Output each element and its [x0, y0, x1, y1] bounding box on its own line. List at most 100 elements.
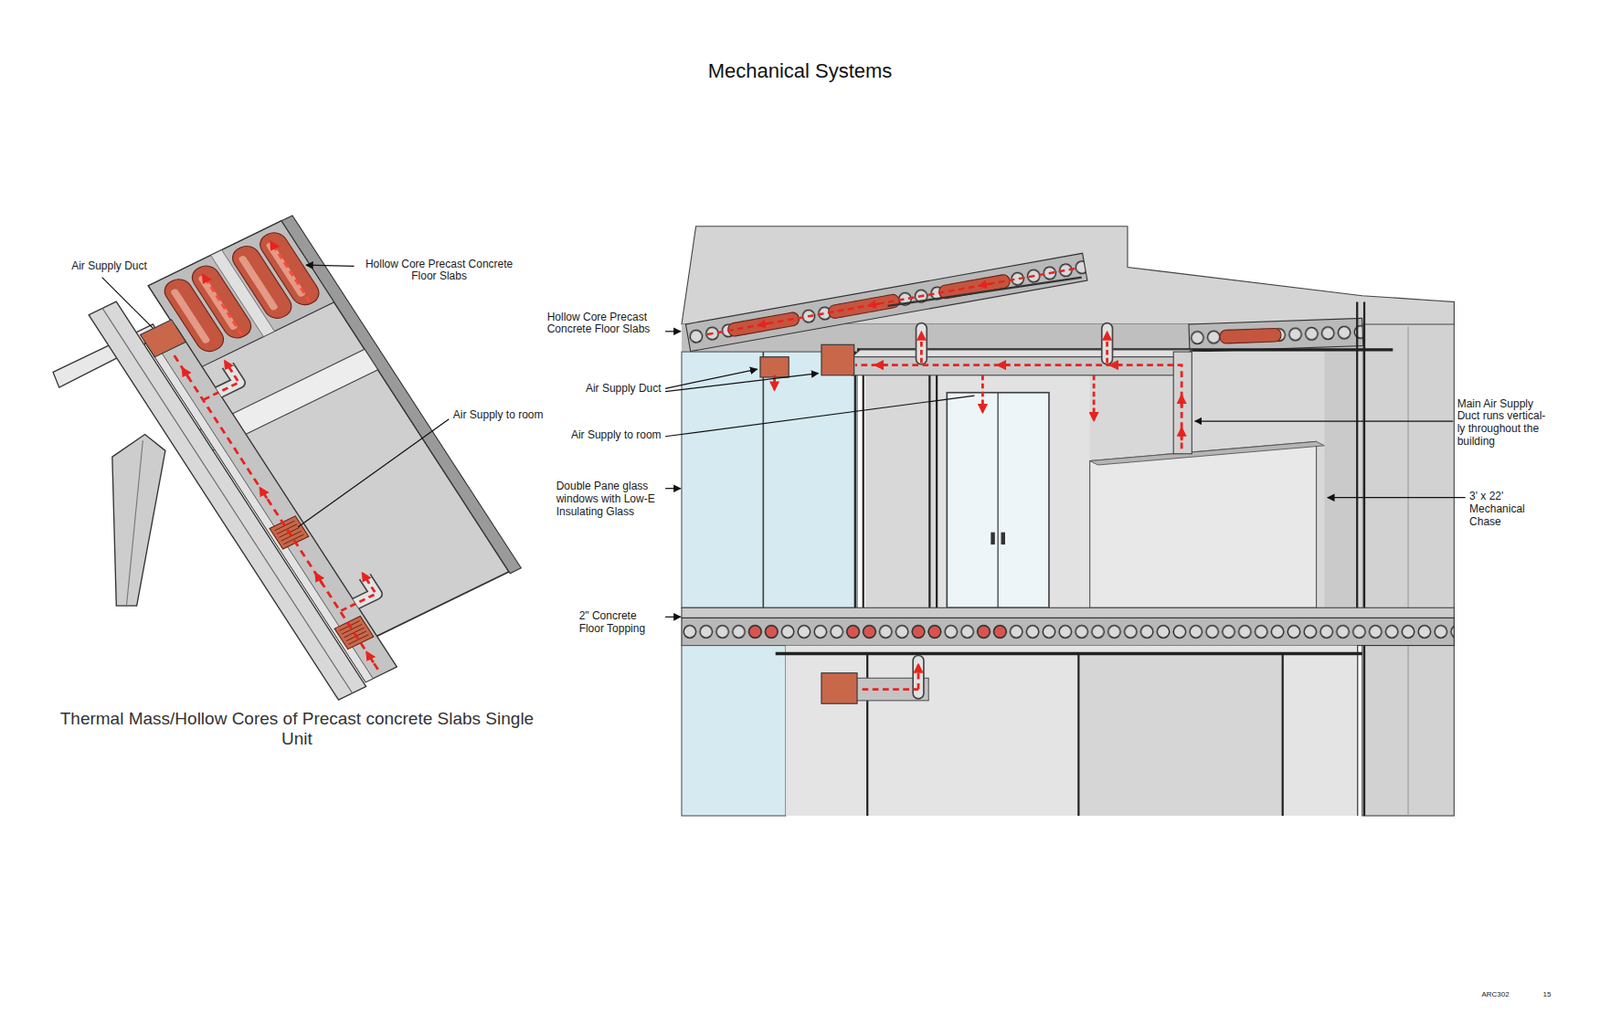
building-cutaway [681, 226, 1454, 816]
airflow-arrow [141, 242, 508, 670]
steel-column [112, 434, 166, 607]
callout-label: 3' x 22' Mechanical Chase [1469, 490, 1534, 529]
steel-column [1363, 301, 1366, 816]
steel-column [854, 351, 857, 608]
lower-wall [1078, 654, 1283, 816]
leader-line [665, 395, 975, 437]
airflow-arrow [862, 688, 919, 691]
steel-column [867, 654, 1283, 816]
steel-column [928, 351, 931, 608]
hollow-core [1219, 328, 1282, 344]
airflow-arrow [997, 363, 1010, 367]
hollow-core [727, 311, 801, 338]
leader-line [102, 264, 1466, 617]
mechanical-chase [1090, 441, 1317, 608]
airflow-arrow [328, 573, 377, 612]
duct-end [760, 357, 789, 378]
callout-label: Double Pane glass windows with Low-E Ins… [556, 480, 662, 519]
leader-line [306, 264, 354, 266]
leader-line [665, 487, 681, 489]
airflow-arrow [855, 365, 1182, 450]
steel-column [1077, 654, 1080, 816]
duct-top [144, 338, 373, 683]
airflow-arrow [1105, 332, 1109, 363]
callout-label: Air Supply to room [453, 409, 545, 423]
floor-slab [681, 617, 1454, 646]
airflow-arrow [703, 268, 1076, 336]
floor-slab [681, 617, 1454, 646]
airflow-arrow [202, 275, 243, 336]
airflow-arrow [758, 323, 769, 326]
adjacent-bay [1362, 301, 1455, 816]
duct-end [821, 673, 858, 704]
airflow-arrow [917, 665, 921, 690]
hollow-core [928, 625, 941, 638]
airflow-arrow [920, 332, 923, 363]
callout-label: Hollow Core Precast Concrete Floor Slabs [359, 258, 520, 285]
airflow-arrow [862, 665, 919, 690]
glass-window [681, 351, 858, 608]
airflow-arrow [172, 352, 379, 670]
chase-top [1090, 441, 1325, 466]
hollow-core [994, 625, 1007, 638]
steel-beam [775, 652, 1363, 656]
leader-line [297, 419, 449, 528]
duct-end [821, 344, 855, 375]
door-handle [990, 532, 995, 545]
callout-label: Air Supply Duct [585, 382, 663, 396]
hollow-core [977, 625, 990, 638]
steel-column [1282, 654, 1284, 816]
hollow-core-band [685, 253, 1088, 351]
callout-label: Air Supply to room [571, 429, 663, 443]
lower-room [785, 646, 1357, 816]
column-flange [126, 440, 143, 606]
airflow-arrow [774, 332, 1183, 449]
adjacent-bay-line [1408, 326, 1410, 608]
hollow-core-band [685, 253, 1088, 351]
duct-elbow [344, 576, 376, 604]
page-number: 15 [1542, 990, 1552, 999]
slab-unit [88, 215, 542, 700]
airflow-arrow [190, 360, 239, 400]
duct-elbow [207, 365, 239, 393]
page-code: ARC302 [1481, 990, 1511, 999]
hollow-core-band [1188, 317, 1364, 352]
window-mullion [762, 351, 764, 608]
slab-unit-detail [52, 215, 542, 700]
steel-column [935, 351, 938, 608]
hollow-core [847, 625, 859, 638]
back-wall [936, 351, 1091, 608]
airflow-arrow [703, 268, 1076, 336]
hollow-core [749, 625, 762, 638]
hollow-core [911, 625, 924, 638]
steel-beam [88, 301, 366, 700]
airflow-arrow [366, 652, 373, 663]
leader-line [1195, 420, 1454, 422]
core-highlight [237, 254, 279, 311]
airflow-arrow [1180, 428, 1184, 441]
duct-end [140, 319, 187, 358]
back-wall [865, 351, 1363, 608]
floor-topping [681, 607, 1454, 618]
glass-door [946, 392, 1050, 609]
callout-label: Hollow Core Precast Concrete Floor Slabs [547, 311, 662, 338]
callout-label: Air Supply Duct [71, 260, 149, 274]
page-title: Mechanical Systems [708, 59, 894, 83]
glass-window [681, 646, 786, 816]
airflow-arrow [316, 573, 323, 584]
airflow-arrow [979, 284, 990, 287]
airflow-arrow [1180, 395, 1184, 408]
leader-line [665, 616, 681, 618]
door-handle [1000, 532, 1005, 545]
airflow-arrow [875, 363, 888, 367]
duct-top [851, 349, 1192, 358]
figure-caption: Thermal Mass/Hollow Cores of Precast con… [50, 709, 544, 750]
hollow-core [863, 625, 876, 638]
airflow-arrow [773, 375, 776, 391]
leader-line [665, 330, 681, 332]
hollow-core-band [1188, 317, 1364, 352]
airflow-arrow [868, 303, 880, 306]
door-split [996, 392, 998, 609]
airflow-arrow [260, 487, 267, 499]
